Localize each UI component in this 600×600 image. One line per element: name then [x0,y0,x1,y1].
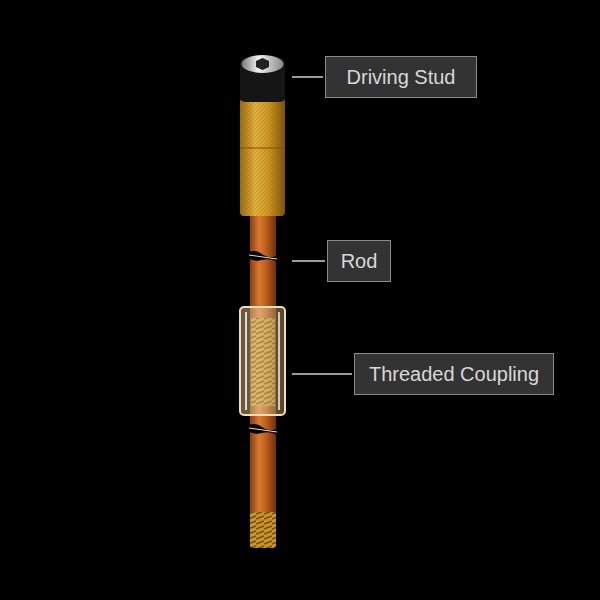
break-mark [248,424,278,435]
knurl-texture [240,98,285,216]
callout-text: Threaded Coupling [369,363,539,385]
stud-cap-top [242,55,284,73]
callout-label: Threaded Coupling [354,353,554,395]
sleeve-highlight [278,312,280,410]
callout-label: Rod [327,240,391,282]
coupling-sleeve [240,307,285,415]
driving-stud-body [240,98,285,216]
leader-line [292,260,325,262]
leader-line [292,76,323,78]
break-mark [248,251,278,262]
callout-label: Driving Stud [325,56,477,98]
hex-socket [256,58,269,70]
break-mark [249,255,277,259]
callout-text: Rod [341,250,378,272]
threaded-tip [250,512,276,548]
stud-seam [240,148,285,149]
callout-text: Driving Stud [347,66,456,88]
break-mark [249,428,277,432]
sleeve-highlight [245,312,247,410]
leader-line [292,373,352,375]
